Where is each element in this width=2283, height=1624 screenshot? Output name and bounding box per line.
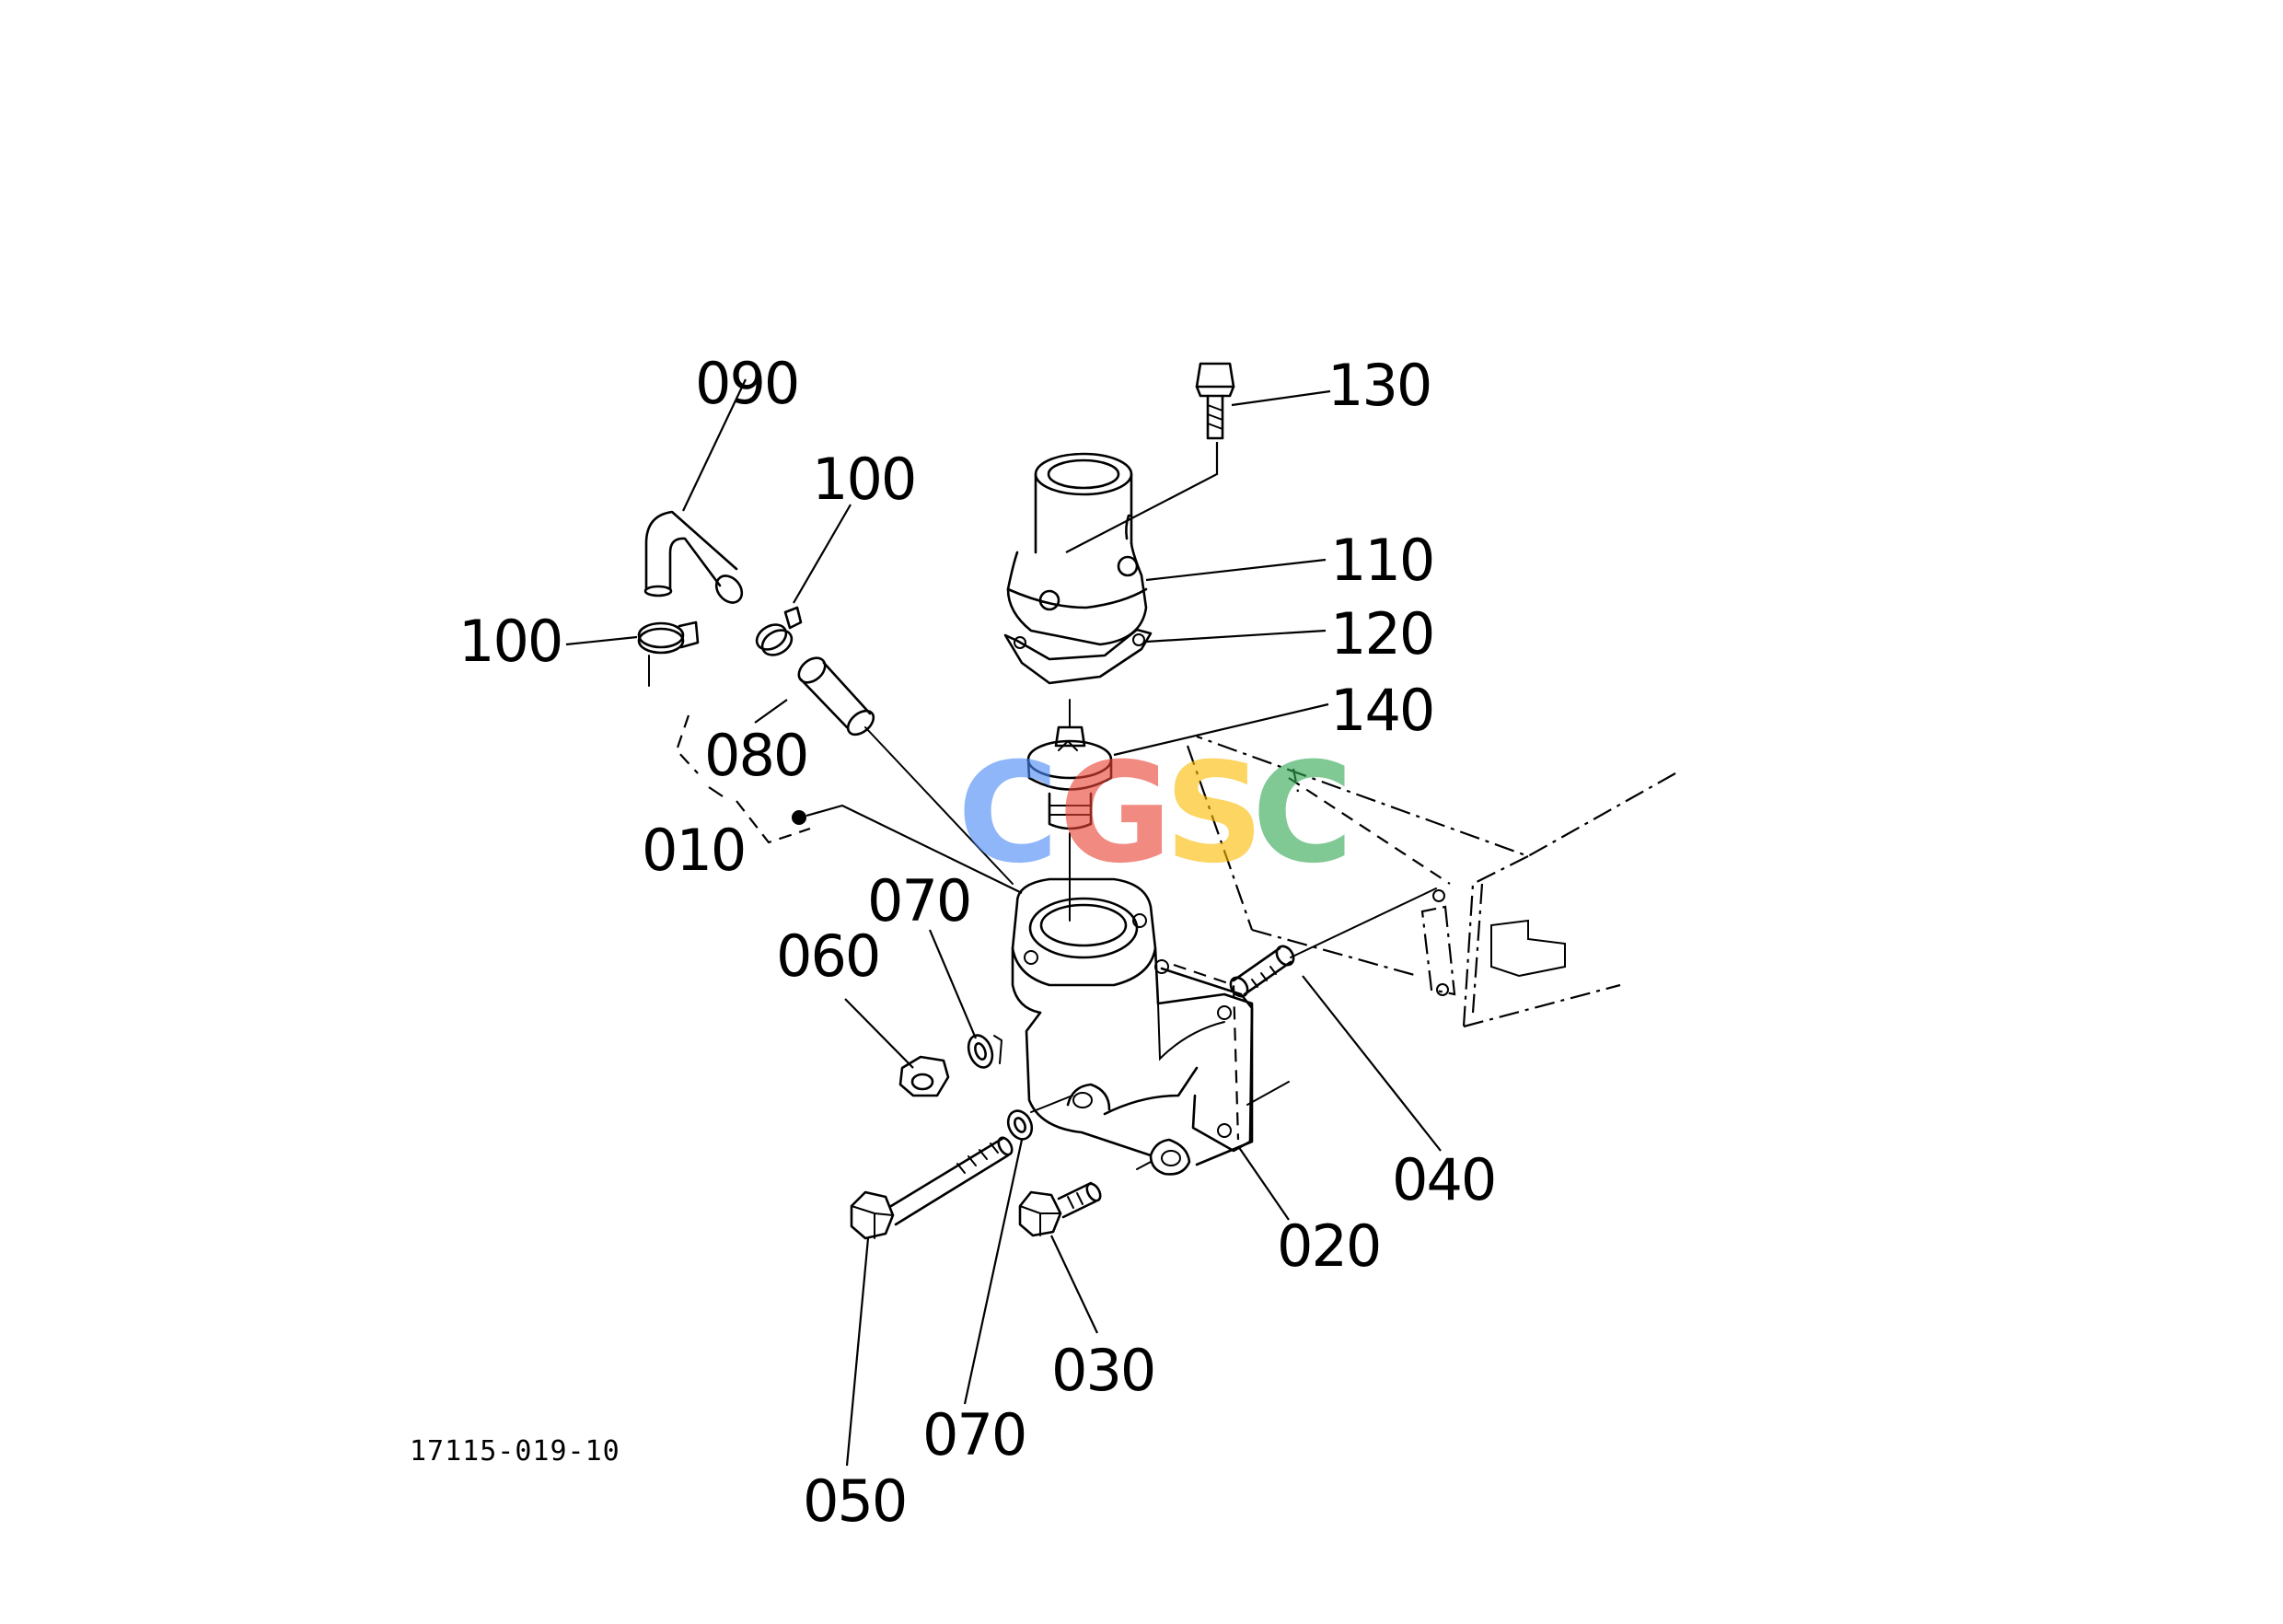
gasket-120 (1003, 628, 1153, 685)
callout-040: 040 (1392, 1146, 1495, 1213)
hose-clamp-100-right (755, 606, 803, 656)
stud-040 (1229, 887, 1437, 998)
watermark: C G S C (957, 734, 1353, 894)
callout-060: 060 (776, 922, 879, 990)
callout-100-left: 100 (458, 608, 562, 675)
callout-030: 030 (1051, 1337, 1154, 1404)
callout-labels: 090 100 100 130 110 120 140 080 010 070 … (458, 350, 1497, 1535)
gasket-020 (1154, 959, 1290, 1153)
watermark-letter-c2: C (1252, 734, 1353, 894)
pipe-nipple-080 (797, 656, 1014, 885)
callout-100-right: 100 (812, 446, 915, 513)
thermostat-140 (1026, 725, 1113, 830)
callout-070-lower: 070 (922, 1401, 1026, 1468)
callout-050: 050 (803, 1467, 906, 1535)
callout-130: 130 (1327, 352, 1431, 419)
callout-010: 010 (642, 817, 745, 884)
washer-070-upper (967, 1034, 1003, 1069)
thermostat-housing (1011, 877, 1254, 1176)
callout-020: 020 (1277, 1212, 1380, 1280)
assembly-bracket-010 (675, 714, 1023, 894)
document-reference: 17115-019-10 (410, 1435, 620, 1467)
watermark-letter-g: G (1059, 734, 1172, 894)
callout-120: 120 (1330, 600, 1433, 667)
watermark-letter-c1: C (957, 734, 1059, 894)
engine-block-outline (1186, 735, 1676, 1028)
washer-070-lower (1006, 1109, 1034, 1141)
callout-090: 090 (695, 350, 798, 417)
callout-080: 080 (704, 722, 807, 789)
bolt-030 (1018, 1161, 1152, 1237)
leader-lines (565, 378, 1442, 1467)
callout-070-upper: 070 (867, 867, 970, 934)
watermark-letter-s: S (1165, 734, 1264, 894)
hose-elbow-090 (643, 510, 744, 604)
callout-140: 140 (1330, 677, 1433, 744)
nut-060 (898, 1055, 950, 1097)
callout-110: 110 (1330, 527, 1433, 594)
bolt-130 (1065, 362, 1235, 553)
bolt-050 (850, 1095, 1073, 1240)
thermostat-cover-110 (1006, 452, 1148, 646)
hose-clamp-100-left (637, 621, 700, 687)
